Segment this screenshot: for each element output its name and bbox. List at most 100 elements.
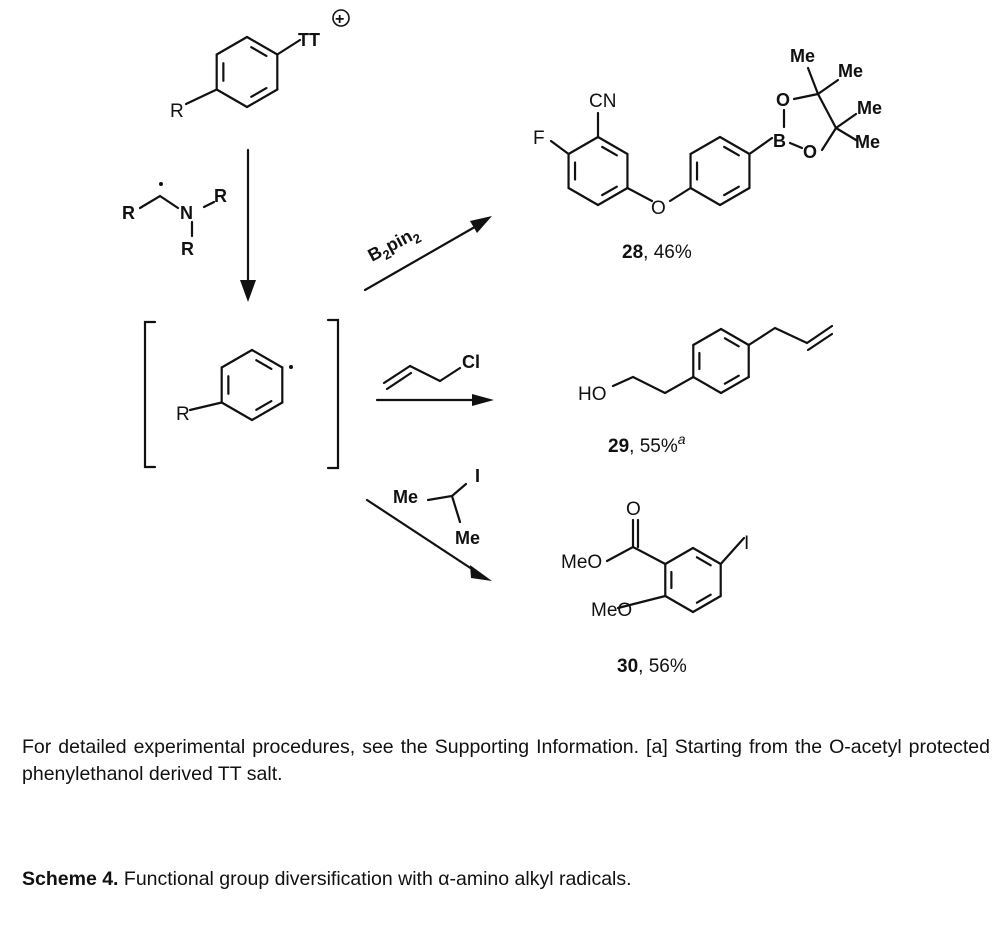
benzene-ring — [723, 145, 740, 157]
benzene-ring — [601, 145, 618, 157]
caption-text: Functional group diversification with α-… — [118, 868, 632, 890]
bond — [747, 324, 834, 347]
benzene-ring — [664, 594, 695, 614]
charge-sign: + — [335, 11, 344, 28]
benzene-ring — [695, 593, 712, 604]
aryl-radical-dot — [289, 365, 293, 369]
benzene-ring — [689, 135, 722, 156]
benzene-ring — [692, 375, 723, 395]
p28-f: F — [533, 128, 545, 149]
bond — [748, 136, 774, 156]
bond — [788, 141, 804, 150]
benzene-ring — [695, 556, 712, 567]
arrow-up-right-head — [470, 216, 492, 233]
bond — [184, 88, 218, 106]
bond — [549, 139, 570, 156]
benzene-ring — [601, 185, 618, 197]
p28-me: Me — [857, 98, 882, 118]
radical-dot — [159, 182, 163, 186]
bond — [834, 126, 858, 142]
bracket-left — [143, 320, 157, 469]
bond — [438, 366, 462, 383]
benzene-ring — [691, 594, 722, 614]
bond — [385, 371, 413, 391]
benzene-ring — [567, 186, 600, 207]
p30-i: I — [744, 533, 749, 554]
benzene-ring — [691, 546, 722, 566]
bond — [616, 594, 667, 610]
amine-r3: R — [181, 239, 194, 259]
isopropyl-iodide-i: I — [475, 466, 480, 486]
benzene-ring — [723, 185, 740, 197]
p28-b: B — [773, 131, 786, 151]
benzene-ring — [596, 186, 629, 207]
caption-label: Scheme 4. — [22, 868, 119, 890]
benzene-ring — [689, 186, 722, 207]
benzene-ring — [245, 35, 279, 56]
benzene-ring — [718, 135, 751, 156]
benzene-ring — [215, 88, 249, 109]
allyl-chloride-cl: Cl — [462, 352, 480, 372]
p28-me: Me — [790, 46, 815, 66]
benzene-ring — [220, 348, 254, 369]
bond — [816, 92, 838, 130]
bond — [626, 186, 654, 203]
p29-ho: HO — [578, 384, 607, 405]
p28-o1: O — [776, 90, 790, 110]
benzene-ring — [723, 374, 740, 385]
arrow-down-head — [240, 280, 256, 302]
benzene-ring — [245, 88, 279, 109]
amine-r2: R — [214, 186, 227, 206]
bond — [382, 364, 412, 385]
p28-me: Me — [838, 61, 863, 81]
compound-label-30: 30, 56% — [617, 656, 687, 677]
benzene-ring — [723, 337, 740, 348]
reaction-arrow-up-right — [363, 222, 482, 292]
bond — [820, 126, 838, 152]
amine-r1: R — [122, 203, 135, 223]
benzene-ring — [255, 359, 273, 370]
bond — [138, 194, 180, 210]
compound-label-29: 29, 55%a — [608, 431, 686, 457]
benzene-ring — [567, 135, 600, 156]
benzene-ring — [250, 348, 284, 369]
bond — [276, 38, 302, 56]
p28-me: Me — [855, 132, 880, 152]
bond — [792, 92, 820, 101]
isopropyl-iodide-me2: Me — [455, 528, 480, 548]
benzene-ring — [220, 401, 254, 422]
sm-tt-label: TT — [298, 30, 320, 50]
p28-o2: O — [803, 142, 817, 162]
bond — [426, 482, 468, 502]
bracket-right — [326, 318, 340, 470]
benzene-ring — [664, 546, 695, 566]
bond — [605, 545, 667, 566]
bond — [806, 332, 834, 352]
benzene-ring — [719, 327, 750, 347]
benzene-ring — [250, 87, 268, 98]
bond — [834, 112, 858, 130]
benzene-ring — [250, 401, 284, 422]
bond — [188, 401, 223, 412]
benzene-ring — [596, 135, 629, 156]
p28-o: O — [651, 198, 666, 219]
bond — [806, 66, 820, 96]
bond — [719, 536, 746, 566]
bond — [408, 364, 442, 383]
p30-meo-ether: MeO — [591, 600, 632, 621]
arrow-right-head — [472, 394, 494, 406]
p28-cn: CN — [589, 91, 616, 112]
arrow-down-right-head — [470, 565, 492, 581]
bond — [202, 200, 216, 209]
benzene-ring — [692, 327, 723, 347]
bond — [816, 78, 840, 96]
intermediate-r-label: R — [176, 404, 190, 425]
bond — [611, 375, 695, 395]
bond-lines — [138, 35, 858, 614]
positive-charge-icon — [332, 9, 350, 27]
sm-r-label: R — [170, 101, 184, 122]
bond — [668, 186, 692, 203]
p30-carbonyl-o: O — [626, 499, 641, 520]
benzene-ring — [719, 375, 750, 395]
p30-meo-ester: MeO — [561, 552, 602, 573]
